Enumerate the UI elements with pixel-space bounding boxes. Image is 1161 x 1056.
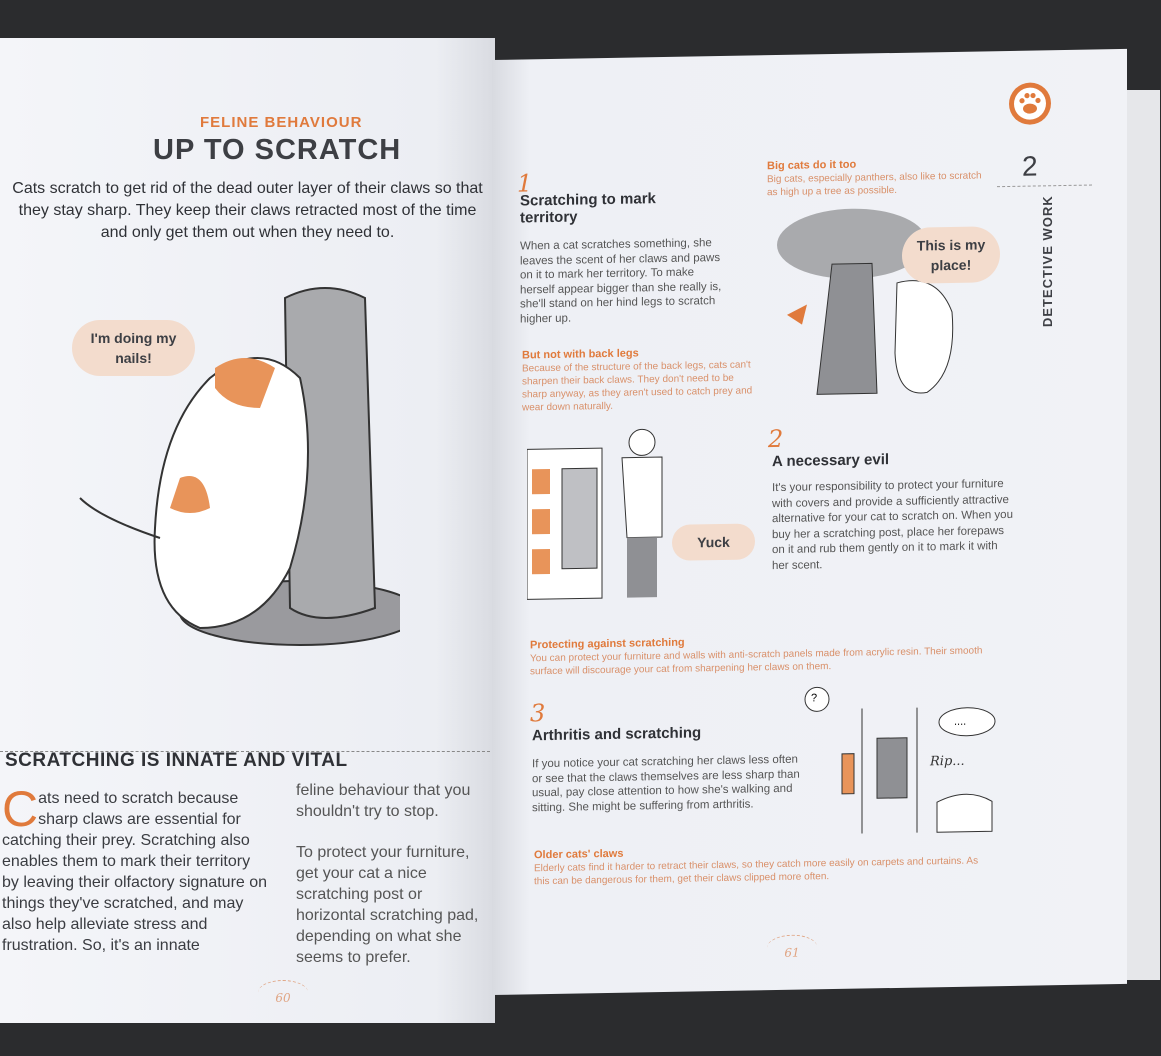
section-title: SCRATCHING IS INNATE AND VITAL <box>5 750 348 771</box>
rip-sound: Rip... <box>930 753 965 770</box>
section-divider <box>0 751 490 752</box>
speech-bubble: I'm doing my nails! <box>72 320 195 376</box>
drop-cap: C <box>2 781 39 837</box>
question-mark: ? <box>811 692 818 705</box>
kicker: FELINE BEHAVIOUR <box>200 114 363 131</box>
page-title: UP TO SCRATCH <box>153 134 402 166</box>
column-2-para-1: feline behaviour that you shouldn't try … <box>296 782 471 820</box>
chapter-label: DETECTIVE WORK <box>1040 195 1055 328</box>
section-1-body: When a cat scratches something, she leav… <box>520 237 722 326</box>
section-1-title: Scratching to mark territory <box>520 190 656 227</box>
speech-bubble-yuck: Yuck <box>672 523 755 561</box>
section-3-title: Arthritis and scratching <box>532 724 702 745</box>
note-big-cats-body: Big cats, especially panthers, also like… <box>767 170 982 199</box>
left-page: FELINE BEHAVIOUR UP TO SCRATCH Cats scra… <box>0 38 495 1023</box>
intro-text: Cats scratch to get rid of the dead oute… <box>12 180 483 241</box>
section-2-title: A necessary evil <box>772 451 890 471</box>
page-number: 61 <box>767 934 817 961</box>
right-page: 2 DETECTIVE WORK 1 Scratching to mark te… <box>492 48 1127 996</box>
chapter-divider <box>997 184 1092 188</box>
column-2: feline behaviour that you shouldn't try … <box>296 780 491 968</box>
furniture-protection-illustration <box>527 428 663 600</box>
column-1-text: ats need to scratch because sharp claws … <box>2 790 268 954</box>
arthritis-cat-illustration <box>804 686 996 834</box>
tree-and-cat-illustration <box>777 208 954 395</box>
note-back-legs-body: Because of the structure of the back leg… <box>522 359 753 414</box>
section-2-body: It's your responsibility to protect your… <box>772 478 1013 572</box>
column-2-para-2: To protect your furniture, get your cat … <box>296 844 479 966</box>
page-number: 60 <box>258 980 308 1005</box>
note-back-legs-title: But not with back legs <box>522 347 639 362</box>
thought-dots: .... <box>954 715 967 728</box>
speech-bubble-place: This is my place! <box>902 226 1000 284</box>
cat-scratching-post-illustration <box>79 287 400 646</box>
section-3-body: If you notice your cat scratching her cl… <box>532 753 800 814</box>
note-older-title: Older cats' claws <box>534 847 624 862</box>
section-3-number: 3 <box>530 699 546 728</box>
section-2-number: 2 <box>768 424 784 454</box>
paw-icon <box>1009 82 1051 125</box>
note-big-cats-title: Big cats do it too <box>767 158 857 173</box>
chapter-number: 2 <box>1022 150 1038 182</box>
